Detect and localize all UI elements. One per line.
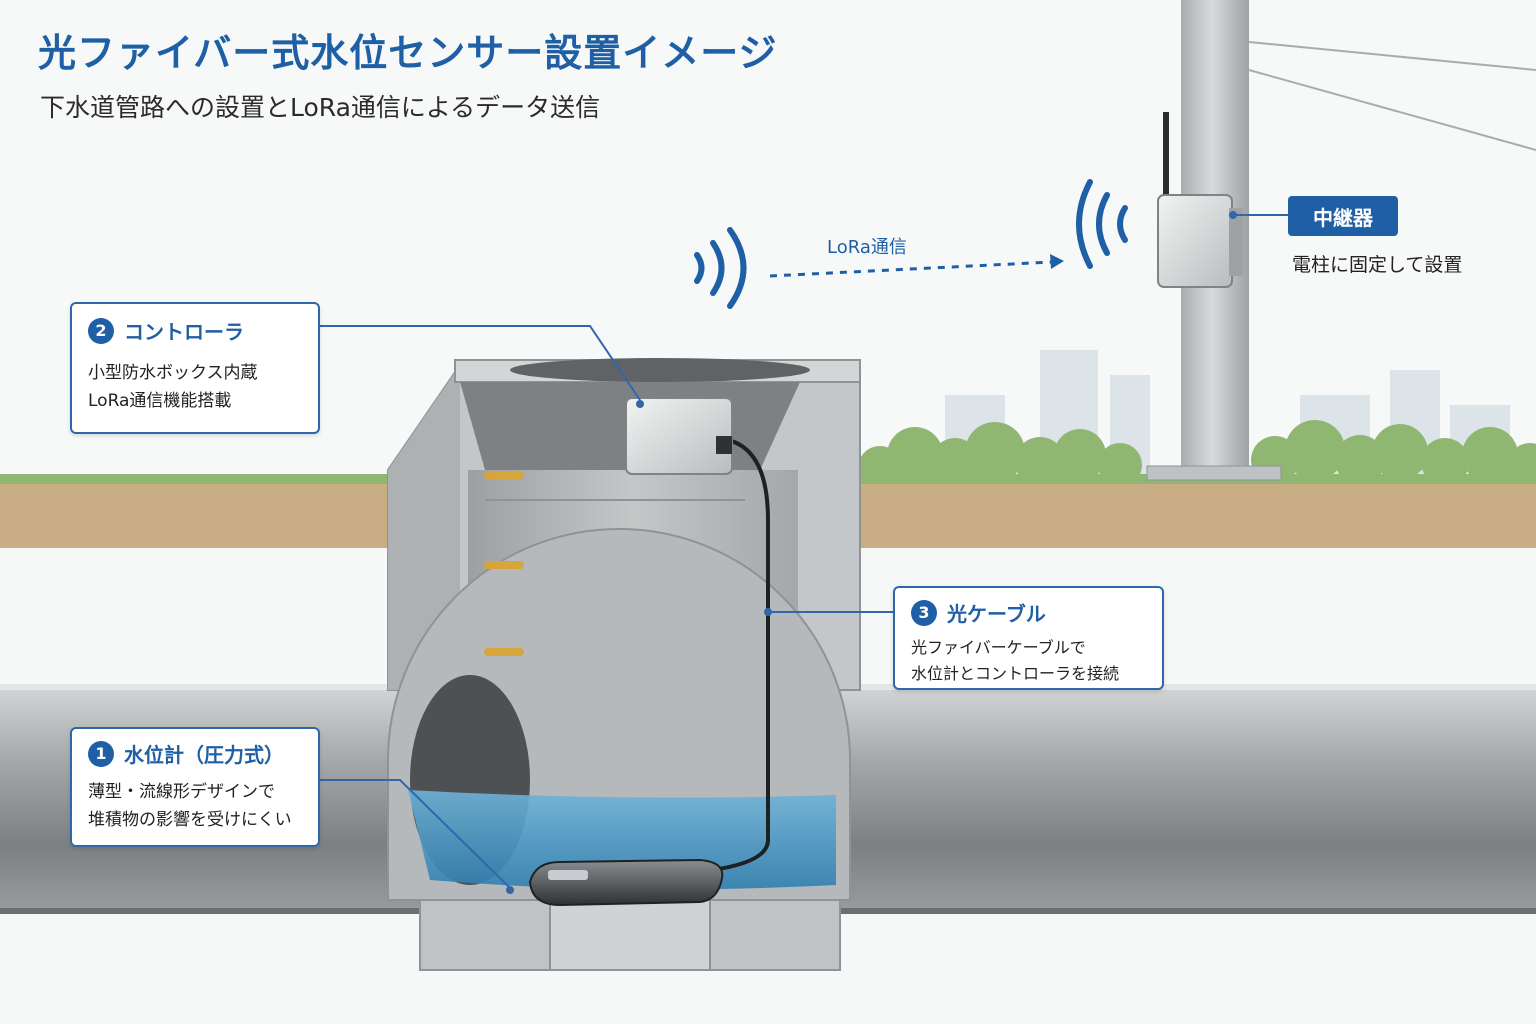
callout-number-badge: 3 (911, 599, 937, 626)
callout-cable: 3 光ケーブル 光ファイバーケーブルで 水位計とコントローラを接続 (893, 586, 1164, 690)
callout-line: 水位計とコントローラを接続 (911, 663, 1120, 683)
callout-title: 水位計（圧力式） (124, 743, 284, 767)
lora-label: LoRa通信 (827, 237, 907, 258)
water (408, 790, 836, 890)
repeater-label: 中継器 (1288, 196, 1398, 236)
optical-cable (711, 438, 770, 872)
ladder-rungs (484, 471, 524, 656)
callout-title: コントローラ (124, 320, 244, 344)
signal-waves-right-icon (1076, 179, 1128, 269)
callout-line: LoRa通信機能搭載 (88, 391, 232, 412)
callout-leaders (320, 211, 1288, 894)
page-subtitle: 下水道管路への設置とLoRa通信によるデータ送信 (40, 93, 601, 122)
controller-box (625, 397, 733, 475)
signal-waves-left-icon (694, 227, 747, 309)
page-title: 光ファイバー式水位センサー設置イメージ (38, 31, 778, 75)
repeater-device (1157, 112, 1243, 288)
callout-water-level-meter: 1 水位計（圧力式） 薄型・流線形デザインで 堆積物の影響を受けにくい (70, 727, 320, 847)
callout-line: 小型防水ボックス内蔵 (88, 363, 258, 383)
callout-title: 光ケーブル (947, 602, 1046, 626)
callout-line: 薄型・流線形デザインで (88, 782, 275, 802)
callout-number-badge: 2 (88, 317, 114, 344)
repeater-description: 電柱に固定して設置 (1292, 254, 1463, 276)
callout-controller: 2 コントローラ 小型防水ボックス内蔵 LoRa通信機能搭載 (70, 302, 320, 434)
callout-line: 堆積物の影響を受けにくい (88, 810, 292, 831)
lora-arrow (769, 254, 1064, 278)
water-level-sensor (528, 858, 724, 907)
callout-number-badge: 1 (88, 740, 114, 767)
callout-line: 光ファイバーケーブルで (911, 638, 1086, 657)
